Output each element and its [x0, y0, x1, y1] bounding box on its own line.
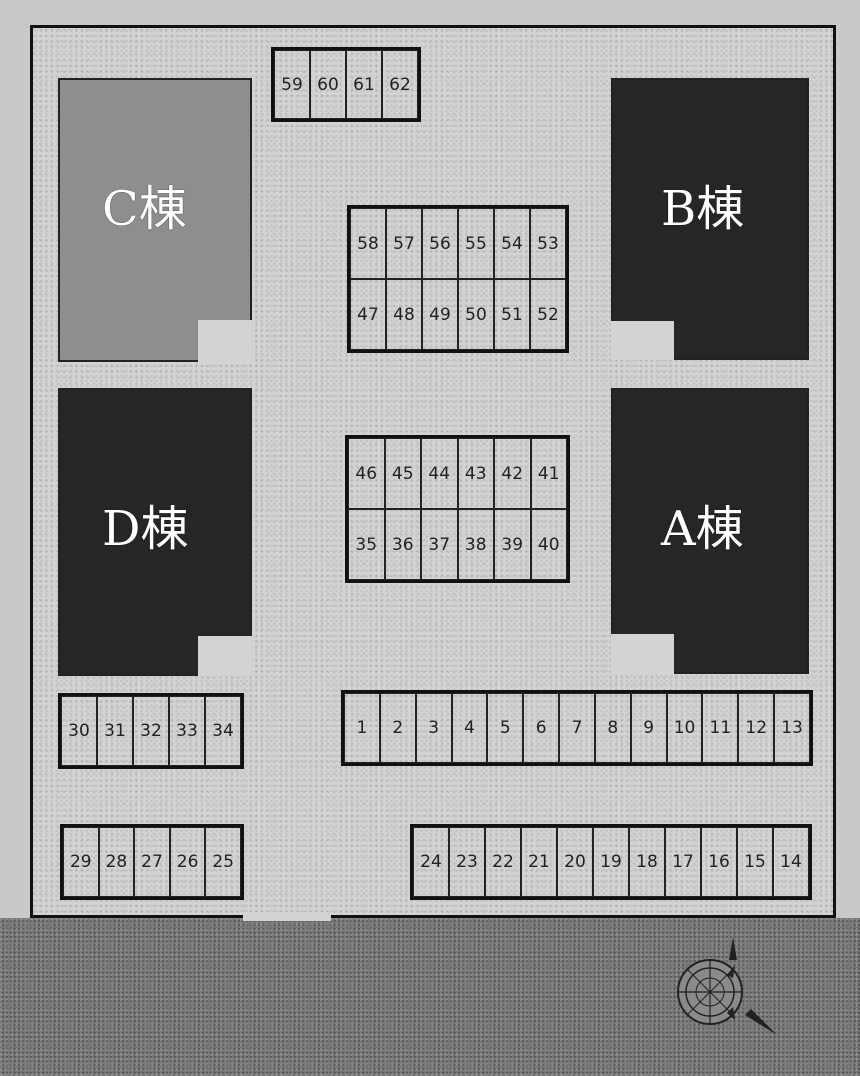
parking-space-34[interactable]: 34 [205, 696, 241, 766]
parking-space-49[interactable]: 49 [422, 279, 458, 350]
parking-space-24[interactable]: 24 [413, 827, 449, 897]
parking-space-62[interactable]: 62 [382, 50, 418, 119]
building-d-notch [198, 636, 252, 676]
parking-space-2[interactable]: 2 [379, 693, 416, 763]
building-a[interactable]: A棟 [611, 388, 809, 674]
parking-space-30[interactable]: 30 [61, 696, 97, 766]
building-d-label: D棟 [102, 501, 189, 557]
parking-space-53[interactable]: 53 [530, 208, 566, 279]
building-b-label: B棟 [661, 181, 745, 237]
parking-space-51[interactable]: 51 [494, 279, 530, 350]
parking-space-44[interactable]: 44 [421, 438, 458, 509]
parking-space-59[interactable]: 59 [274, 50, 310, 119]
compass-rose-icon [677, 937, 777, 1035]
parking-space-11[interactable]: 11 [702, 693, 739, 763]
parking-space-9[interactable]: 9 [630, 693, 667, 763]
parking-space-52[interactable]: 52 [530, 279, 566, 350]
parking-space-29[interactable]: 29 [63, 827, 99, 897]
entrance-gap [243, 912, 331, 921]
parking-space-21[interactable]: 21 [521, 827, 557, 897]
parking-space-18[interactable]: 18 [629, 827, 665, 897]
parking-space-17[interactable]: 17 [665, 827, 701, 897]
parking-space-3[interactable]: 3 [415, 693, 452, 763]
building-b[interactable]: B棟 [611, 78, 809, 360]
parking-space-25[interactable]: 25 [205, 827, 241, 897]
parking-space-31[interactable]: 31 [97, 696, 133, 766]
parking-space-61[interactable]: 61 [346, 50, 382, 119]
parking-space-42[interactable]: 42 [494, 438, 531, 509]
parking-space-55[interactable]: 55 [458, 208, 494, 279]
parking-space-38[interactable]: 38 [457, 509, 494, 580]
parking-space-28[interactable]: 28 [98, 827, 135, 897]
parking-space-23[interactable]: 23 [449, 827, 485, 897]
parking-space-5[interactable]: 5 [487, 693, 524, 763]
parking-space-35[interactable]: 35 [348, 509, 385, 580]
parking-space-39[interactable]: 39 [494, 509, 531, 580]
building-d[interactable]: D棟 [58, 388, 252, 676]
building-a-notch [611, 634, 674, 674]
parking-space-13[interactable]: 13 [774, 693, 810, 763]
building-b-notch [611, 321, 674, 360]
parking-space-14[interactable]: 14 [773, 827, 809, 897]
parking-space-4[interactable]: 4 [451, 693, 488, 763]
parking-space-45[interactable]: 45 [384, 438, 421, 509]
parking-space-10[interactable]: 10 [666, 693, 703, 763]
parking-space-20[interactable]: 20 [557, 827, 593, 897]
parking-space-54[interactable]: 54 [494, 208, 530, 279]
parking-space-7[interactable]: 7 [559, 693, 595, 763]
parking-space-47[interactable]: 47 [350, 279, 386, 350]
parking-space-8[interactable]: 8 [594, 693, 631, 763]
parking-space-43[interactable]: 43 [457, 438, 494, 509]
parking-space-1[interactable]: 1 [344, 693, 380, 763]
parking-space-48[interactable]: 48 [386, 279, 422, 350]
parking-space-33[interactable]: 33 [169, 696, 205, 766]
parking-space-56[interactable]: 56 [422, 208, 458, 279]
parking-space-16[interactable]: 16 [701, 827, 737, 897]
parking-space-41[interactable]: 41 [530, 438, 567, 509]
parking-space-58[interactable]: 58 [350, 208, 386, 279]
parking-space-37[interactable]: 37 [421, 509, 458, 580]
parking-space-19[interactable]: 19 [593, 827, 629, 897]
building-c-notch [198, 320, 252, 362]
parking-space-32[interactable]: 32 [133, 696, 169, 766]
building-a-label: A棟 [661, 501, 744, 557]
parking-space-6[interactable]: 6 [523, 693, 560, 763]
parking-space-46[interactable]: 46 [348, 438, 385, 509]
building-c[interactable]: C棟 [58, 78, 252, 362]
building-c-label: C棟 [102, 181, 187, 237]
parking-space-27[interactable]: 27 [134, 827, 170, 897]
parking-space-36[interactable]: 36 [384, 509, 421, 580]
parking-space-22[interactable]: 22 [485, 827, 521, 897]
parking-space-26[interactable]: 26 [169, 827, 206, 897]
parking-space-40[interactable]: 40 [530, 509, 567, 580]
parking-space-15[interactable]: 15 [737, 827, 773, 897]
parking-space-60[interactable]: 60 [310, 50, 346, 119]
parking-space-57[interactable]: 57 [386, 208, 422, 279]
parking-space-50[interactable]: 50 [458, 279, 494, 350]
parking-space-12[interactable]: 12 [738, 693, 775, 763]
